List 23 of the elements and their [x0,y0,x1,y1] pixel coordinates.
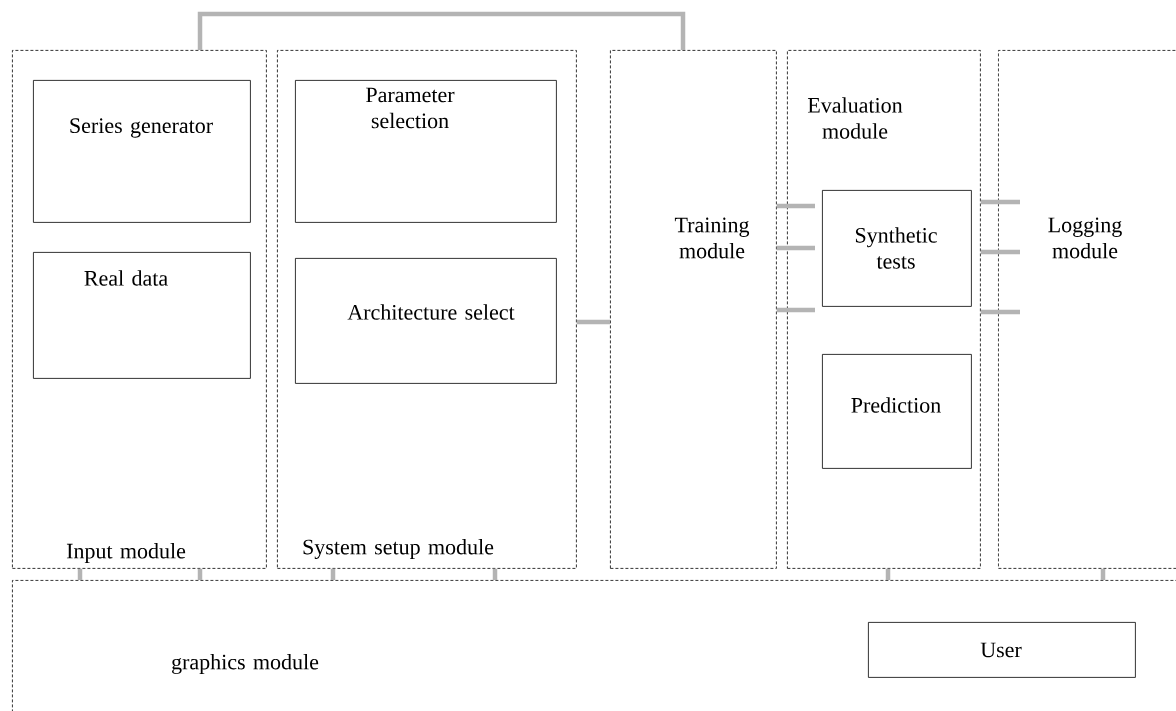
connector [197,568,203,580]
connector [885,568,891,580]
connector [576,319,610,325]
component-box: User [868,622,1136,678]
connector [980,309,1020,315]
connector [330,568,336,580]
connector [197,11,686,50]
connector [980,199,1020,205]
connector [492,568,498,580]
component-box: Real data [33,252,251,379]
component-box: Parameter selection [295,80,557,223]
module-box: Logging module [998,50,1176,569]
component-box: Prediction [822,354,972,469]
component-box: Synthetic tests [822,190,972,307]
connector [980,249,1020,255]
connector [776,245,815,251]
connector [77,568,83,580]
module-box: Training module [610,50,777,569]
component-box: Architecture select [295,258,557,384]
connector [776,203,815,209]
connector [1100,568,1106,580]
component-box: Series generator [33,80,251,223]
connector [776,307,815,313]
